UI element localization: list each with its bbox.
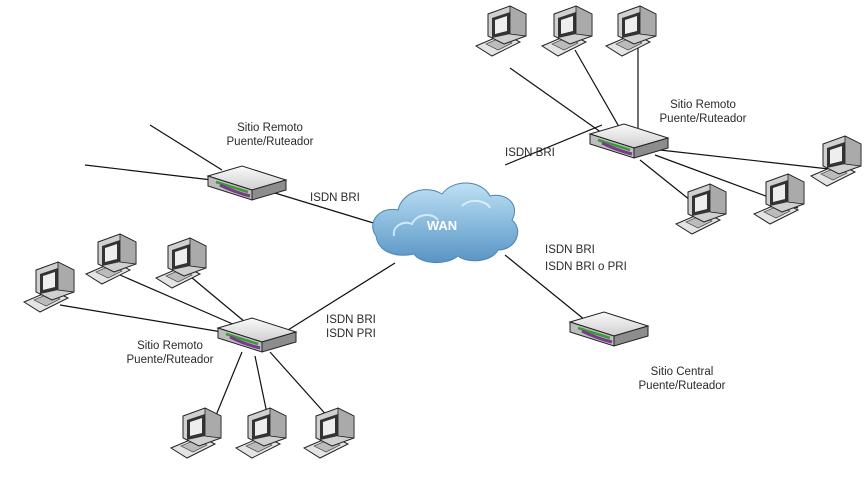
workstation <box>23 261 75 313</box>
workstation <box>753 173 805 225</box>
workstation <box>475 5 527 57</box>
router-top-left <box>206 164 288 202</box>
workstation <box>675 183 727 235</box>
workstation <box>155 237 207 289</box>
link-label-central-1: ISDN BRI <box>545 244 595 256</box>
site-name-top-left: Sitio Remoto <box>237 122 303 134</box>
workstation <box>605 5 657 57</box>
link-label-bottom-left-2: ISDN PRI <box>326 328 376 340</box>
link-label-central-2: ISDN BRI o PRI <box>545 261 627 273</box>
workstation <box>541 5 593 57</box>
connection-lines <box>59 48 839 431</box>
device-label-bottom-left: Puente/Ruteador <box>127 354 214 366</box>
workstation <box>303 407 355 459</box>
link-label-bottom-left-1: ISDN BRI <box>326 314 376 326</box>
workstation <box>810 135 862 187</box>
workstation <box>170 407 222 459</box>
workstation <box>85 233 137 285</box>
site-name-bottom-left: Sitio Remoto <box>137 340 203 352</box>
workstation <box>235 407 287 459</box>
device-label-top-right: Puente/Ruteador <box>660 113 747 125</box>
site-name-top-right: Sitio Remoto <box>670 99 736 111</box>
router-top-right <box>588 122 670 160</box>
link-label-top-left: ISDN BRI <box>310 192 360 204</box>
device-label-central: Puente/Ruteador <box>639 380 726 392</box>
device-label-top-left: Puente/Ruteador <box>227 136 314 148</box>
site-name-central: Sitio Central <box>651 366 714 378</box>
link-label-top-right: ISDN BRI <box>505 147 555 159</box>
wan-label: WAN <box>427 218 457 233</box>
wan-cloud: WAN <box>372 182 519 263</box>
